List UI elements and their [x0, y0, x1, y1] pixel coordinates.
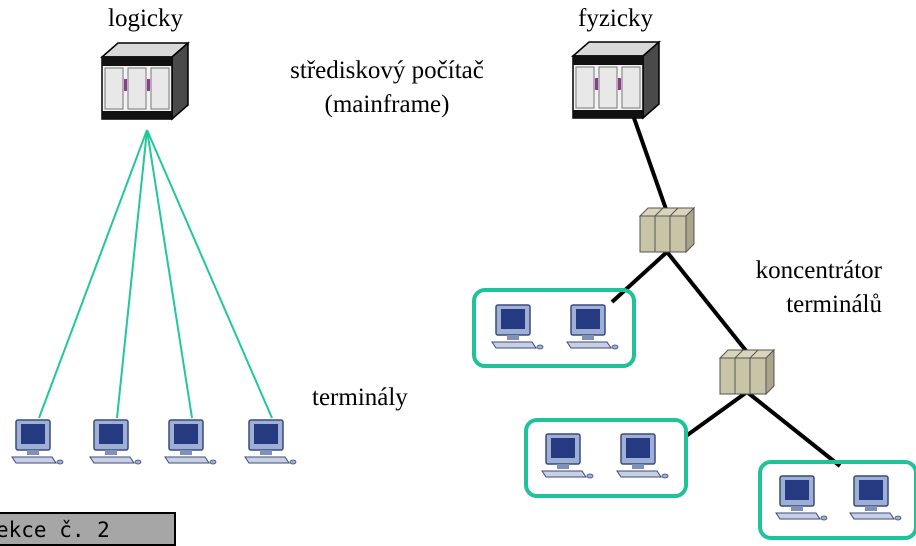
terminal-icon	[164, 419, 217, 465]
physical-label: fyzicky	[578, 5, 653, 32]
lecture-footer-text: ekce č. 2	[0, 518, 110, 542]
terminal-icon	[849, 475, 902, 521]
concentrator-icon	[719, 349, 775, 395]
terminals-label: terminály	[312, 384, 408, 411]
mainframe-label-line2: (mainframe)	[324, 91, 450, 118]
terminal-group	[758, 460, 916, 540]
concentrator-icon	[639, 207, 695, 253]
terminal-icon	[566, 304, 619, 350]
mainframe-icon	[101, 42, 189, 120]
terminal-icon	[244, 419, 297, 465]
terminal-icon	[11, 419, 64, 465]
logical-label: logicky	[108, 5, 183, 32]
logical-links	[38, 129, 273, 419]
mainframe-icon	[572, 41, 660, 119]
physical-links	[610, 117, 842, 468]
terminal-icon	[541, 433, 594, 479]
concentrator-label-line1: koncentrátor	[755, 257, 882, 284]
terminal-icon	[89, 419, 142, 465]
terminal-icon	[775, 475, 828, 521]
terminal-group	[472, 288, 636, 368]
terminal-icon	[491, 304, 544, 350]
terminal-icon	[616, 433, 669, 479]
mainframe-label-line1: střediskový počítač	[290, 57, 484, 84]
concentrator-label-line2: terminálů	[786, 291, 882, 318]
terminal-group	[524, 418, 688, 498]
